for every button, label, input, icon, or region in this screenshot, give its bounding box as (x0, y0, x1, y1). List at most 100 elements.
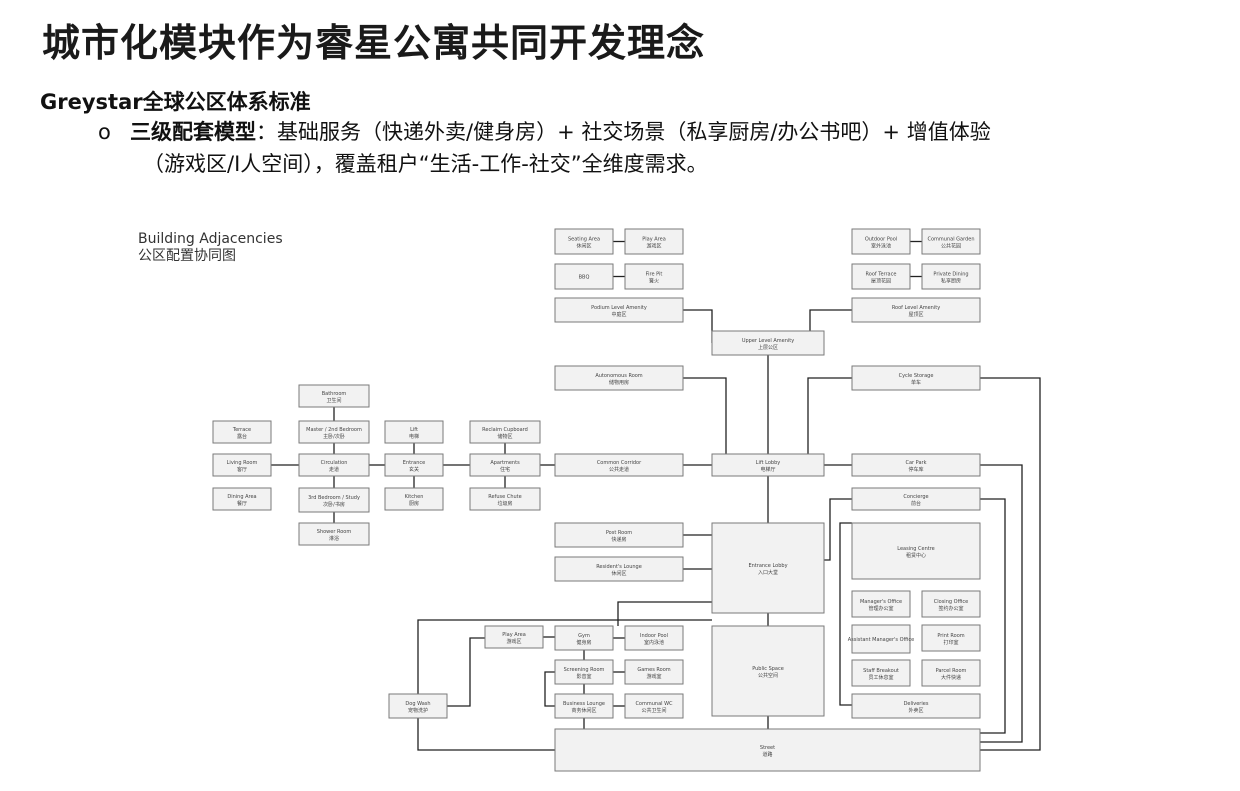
node-label-en: Play Area (502, 632, 526, 638)
bullet-text-line1: ：基础服务（快递外卖/健身房）+ 社交场景（私享厨房/办公书吧）+ 增值体验 (256, 120, 991, 144)
node-label-en: Concierge (903, 494, 928, 500)
node-bbq: BBQ (554, 263, 614, 290)
node-label-cn: 游戏室 (646, 673, 661, 680)
node-label-cn: 主卧/次卧 (323, 433, 345, 440)
node-label-en: Public Space (752, 666, 784, 672)
slide-subtitle: Greystar全球公区体系标准 (40, 90, 311, 114)
node-label-cn: 影音室 (576, 673, 591, 680)
node-box (624, 659, 684, 685)
node-box (711, 522, 825, 614)
node-box (711, 625, 825, 717)
node-label-cn: 储物区 (497, 433, 512, 440)
node-label-cn: 电梯 (409, 433, 419, 440)
node-label-en: Staff Breakout (863, 668, 899, 674)
node-label-en: Communal Garden (928, 237, 975, 243)
node-box (921, 263, 981, 290)
diagram-heading: Building Adjacencies 公区配置协同图 (138, 231, 283, 265)
node-label-en: Leasing Centre (897, 546, 934, 552)
node-label-cn: 厨房 (409, 500, 419, 507)
node-box (921, 624, 981, 652)
connector-line (417, 619, 712, 694)
node-label-en: Screening Room (564, 667, 605, 673)
node-label-en: Business Lounge (563, 701, 605, 707)
connector-line (807, 377, 852, 454)
node-label-cn: 休闲区 (611, 570, 626, 577)
node-label-en: Lift Lobby (756, 460, 781, 466)
node-label-en: Gym (578, 633, 590, 639)
node-label-en: Upper Level Amenity (742, 338, 794, 344)
node-label-cn: 室外泳池 (871, 243, 891, 250)
node-box (384, 453, 444, 477)
node-label-cn: 大件快递 (941, 674, 961, 681)
node-label-en: Circulation (321, 460, 348, 466)
node-label-cn: 健身房 (576, 639, 591, 646)
node-label-en: Roof Level Amenity (892, 305, 940, 311)
node-box (624, 693, 684, 719)
node-box (624, 625, 684, 651)
node-box (298, 420, 370, 444)
connector-line (417, 718, 555, 751)
node-label-cn: 客厅 (237, 466, 247, 473)
node-box (711, 330, 825, 356)
node-label-en: Parcel Room (936, 668, 967, 674)
node-label-en: Apartments (490, 460, 520, 466)
node-label-cn: 公共花园 (941, 243, 961, 250)
node-box (851, 297, 981, 323)
node-label-en: Roof Terrace (866, 272, 897, 278)
node-label-cn: 游戏区 (646, 243, 661, 250)
node-label-en: Shower Room (317, 529, 352, 535)
node-label-cn: 室内泳池 (644, 639, 664, 646)
node-box (554, 453, 684, 477)
node-label-en: Dog Wash (405, 701, 430, 707)
node-label-en: Post Room (606, 530, 632, 536)
node-box (554, 556, 684, 582)
node-box (851, 453, 981, 477)
bullet-text-line2: （游戏区/I人空间），覆盖租户“生活-工作-社交”全维度需求。 (143, 152, 708, 176)
node-label-cn: 中庭区 (611, 311, 626, 318)
node-box (298, 487, 370, 513)
diagram-heading-en: Building Adjacencies (138, 231, 283, 247)
node-label-en: Play Area (642, 237, 666, 243)
node-label-en: Manager's Office (860, 599, 902, 605)
slide-title: 城市化模块作为睿星公寓共同开发理念 (42, 21, 706, 65)
node-label-cn: 私享厨房 (941, 278, 961, 285)
node-box (554, 693, 614, 719)
node-label-en: Podium Level Amenity (591, 305, 647, 311)
node-label-cn: 篝火 (649, 278, 659, 285)
node-label-cn: 停车库 (908, 466, 923, 473)
node-label-cn: 淋浴 (329, 535, 339, 542)
bullet-bold-term: 三级配套模型 (130, 120, 256, 144)
node-box (554, 522, 684, 548)
node-box (851, 659, 911, 687)
node-box (624, 228, 684, 255)
node-label-en: 3rd Bedroom / Study (308, 495, 360, 501)
node-label-cn: 商务休闲区 (571, 707, 596, 714)
connector-line (447, 637, 485, 707)
node-label-en: Deliveries (904, 701, 929, 707)
node-box (384, 487, 444, 511)
